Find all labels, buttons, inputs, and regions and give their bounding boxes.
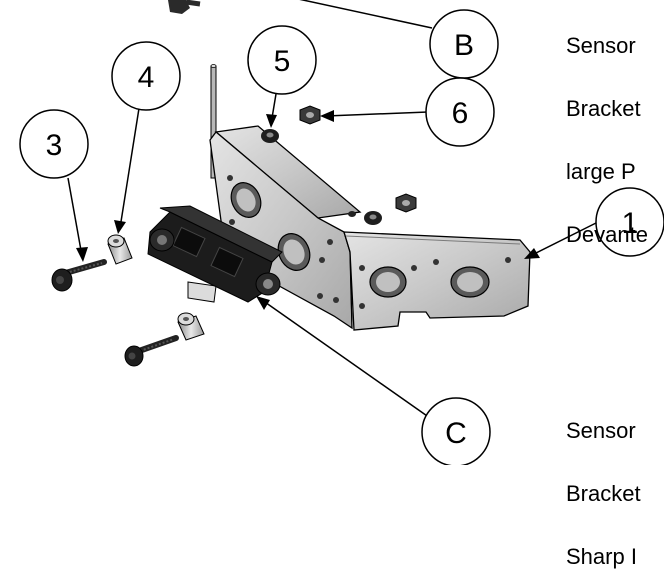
spacer-upper [107, 234, 133, 265]
parts-note-bottom: Sensor Bracket Sharp I [566, 378, 641, 588]
hex-nut-6 [299, 105, 321, 125]
parts-note-top: Sensor Bracket large P Devante [566, 0, 648, 266]
note-top-line: large P [566, 159, 636, 184]
exploded-assembly-diagram: B 5 4 3 6 1 C [19, 0, 664, 465]
callout-6-label: 6 [452, 97, 469, 130]
callout-b-label: B [454, 29, 474, 62]
flange-washer-5 [261, 129, 279, 143]
hex-nut-second [395, 193, 417, 213]
note-top-line: Sensor [566, 33, 636, 58]
top-screw-partial [168, 0, 201, 14]
vertical-rod [210, 64, 217, 179]
callout-5: 5 [247, 25, 317, 95]
callout-4: 4 [111, 41, 181, 111]
leader-lines [67, 0, 599, 419]
callout-1: 1 [595, 187, 664, 257]
callout-b: B [429, 9, 499, 79]
callout-4-label: 4 [138, 61, 155, 94]
spacer-lower [177, 312, 205, 341]
callout-5-label: 5 [274, 45, 291, 78]
note-bottom-line: Sensor [566, 418, 636, 443]
note-top-line: Bracket [566, 96, 641, 121]
callout-c-label: C [445, 417, 467, 450]
flange-washer-second [348, 211, 382, 225]
callout-1-label: 1 [622, 207, 639, 240]
note-top-line: Devante [566, 222, 648, 247]
callout-3-label: 3 [46, 129, 63, 162]
callout-6: 6 [425, 77, 495, 147]
screw-upper [51, 259, 107, 292]
screw-lower [124, 335, 179, 367]
note-bottom-line: Sharp I [566, 544, 637, 569]
callout-c: C [421, 397, 491, 465]
sharp-ir-sensor [147, 205, 283, 303]
callout-3: 3 [19, 109, 89, 179]
sensor-bracket [209, 125, 531, 331]
note-bottom-line: Bracket [566, 481, 641, 506]
